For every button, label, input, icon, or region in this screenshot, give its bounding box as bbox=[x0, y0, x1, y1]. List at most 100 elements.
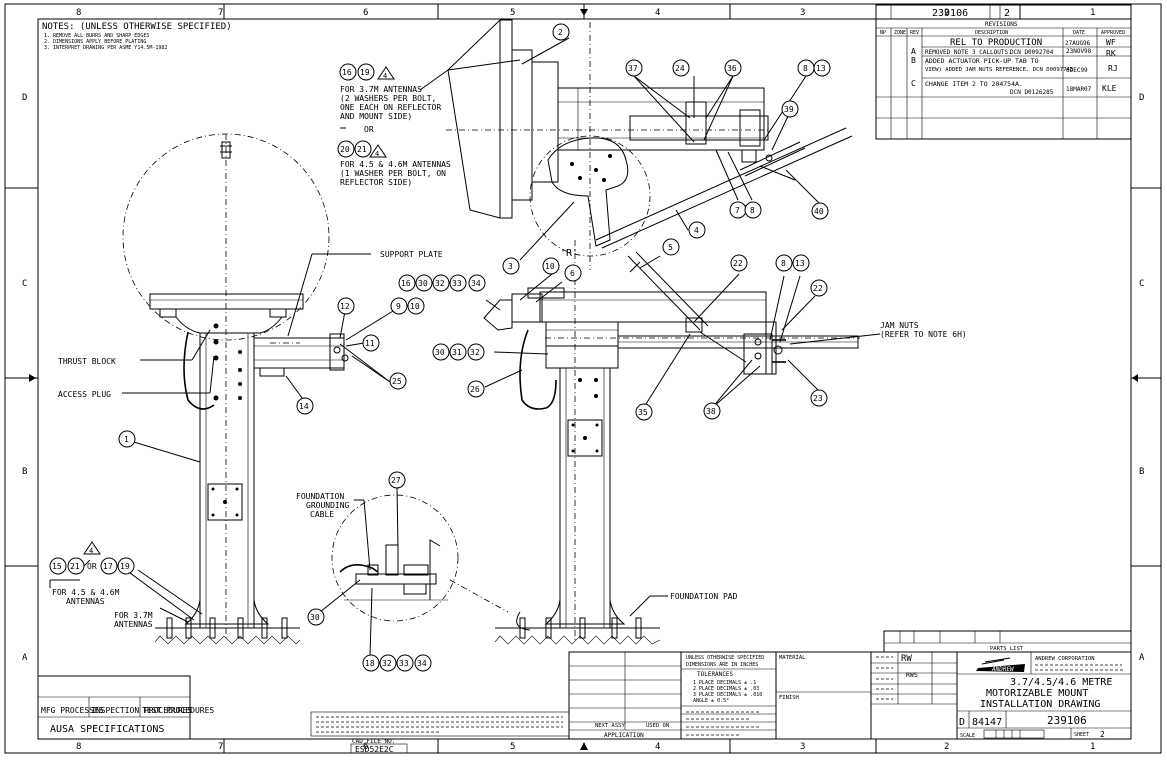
top-mount-view bbox=[446, 18, 853, 270]
svg-text:5: 5 bbox=[668, 243, 673, 252]
revision-description-cont: VIEW) ADDED JAM NUTS REFERENCE. DCN D009… bbox=[925, 67, 1073, 73]
svg-text:21: 21 bbox=[357, 145, 367, 154]
checked-by-initials: RWS bbox=[906, 671, 918, 679]
svg-text:32: 32 bbox=[470, 348, 480, 357]
balloon-40: 40 bbox=[811, 202, 829, 220]
revision-description: CHANGE ITEM 2 TO 204754A. bbox=[925, 80, 1023, 88]
balloon-35: 35 bbox=[635, 403, 653, 421]
revision-row: A REMOVED NOTE 3 CALLOUTS. DCN D0092704 … bbox=[911, 47, 1116, 58]
balloon-25: 25 bbox=[389, 372, 407, 390]
title-line-1: 3.7/4.5/4.6 METRE bbox=[1010, 677, 1112, 688]
svg-text:36: 36 bbox=[727, 64, 737, 73]
title-line-2: MOTORIZABLE MOUNT bbox=[986, 688, 1088, 699]
revision-row: REL TO PRODUCTION 27AUG96 WF bbox=[950, 38, 1116, 48]
zone-top-2: 2 bbox=[944, 8, 949, 18]
svg-text:30: 30 bbox=[435, 348, 445, 357]
svg-text:19: 19 bbox=[360, 68, 370, 77]
balloon-20: 20 bbox=[337, 140, 355, 158]
note-flag-text: 4 bbox=[383, 72, 387, 80]
mfg-processes-label: MFG PROCESSES bbox=[41, 706, 104, 715]
rev-header-approved: APPROVED bbox=[1101, 30, 1125, 36]
callout-support-plate: SUPPORT PLATE bbox=[380, 250, 443, 259]
feed-horn-icon bbox=[220, 141, 232, 159]
revisions-title: REVISIONS bbox=[985, 21, 1018, 28]
svg-text:6: 6 bbox=[570, 269, 575, 278]
revision-description: REMOVED NOTE 3 CALLOUTS. bbox=[925, 49, 1012, 56]
note-flag-text: 4 bbox=[89, 547, 93, 555]
right-side-view bbox=[483, 240, 860, 645]
rev-header-date: DATE bbox=[1073, 30, 1085, 36]
callout-or: OR bbox=[364, 125, 374, 134]
svg-text:22: 22 bbox=[733, 259, 743, 268]
zone-bottom-5: 5 bbox=[510, 742, 515, 752]
balloon-7: 7 bbox=[729, 201, 747, 219]
zone-top-1: 1 bbox=[1090, 8, 1095, 18]
callout-jam-nuts-note: (REFER TO NOTE 6H) bbox=[880, 330, 967, 339]
svg-text:10: 10 bbox=[545, 262, 555, 271]
view-r-label: 'R' bbox=[560, 248, 578, 259]
balloon-14: 14 bbox=[296, 397, 314, 415]
callout-foundation-grounding-3: CABLE bbox=[310, 510, 334, 519]
svg-text:34: 34 bbox=[417, 659, 427, 668]
ausa-specifications-label: AUSA SPECIFICATIONS bbox=[50, 724, 164, 735]
zone-top-6: 6 bbox=[363, 8, 368, 18]
svg-text:8: 8 bbox=[803, 64, 808, 73]
tolerance-1-place: 1 PLACE DECIMALS ± .1 bbox=[693, 680, 756, 686]
svg-text:4: 4 bbox=[694, 226, 699, 235]
approvals-block: RW RWS bbox=[870, 651, 958, 740]
application-block: NEXT ASSY USED ON APPLICATION bbox=[568, 651, 682, 740]
svg-text:24: 24 bbox=[675, 64, 685, 73]
note-flag-text: 4 bbox=[375, 150, 379, 158]
balloon-10: 10 bbox=[407, 297, 425, 315]
svg-text:12: 12 bbox=[340, 302, 350, 311]
zone-right-a: A bbox=[1139, 653, 1145, 663]
svg-text:30: 30 bbox=[418, 279, 428, 288]
svg-text:2: 2 bbox=[558, 28, 563, 37]
revision-approved: RK bbox=[1106, 49, 1116, 58]
svg-text:31: 31 bbox=[452, 348, 462, 357]
drawing-number-top: 239106 bbox=[932, 8, 968, 19]
sheet-number: 2 bbox=[1100, 730, 1105, 739]
svg-text:1: 1 bbox=[124, 435, 129, 444]
zone-left-b: B bbox=[22, 467, 27, 477]
svg-text:37: 37 bbox=[628, 64, 638, 73]
text-callouts: FOR 3.7M ANTENNAS (2 WASHERS PER BOLT, O… bbox=[52, 85, 967, 629]
svg-text:21: 21 bbox=[70, 562, 80, 571]
balloon-23: 23 bbox=[810, 389, 828, 407]
callout-foundation-grounding-1: FOUNDATION bbox=[296, 492, 344, 501]
callout-jam-nuts: JAM NUTS bbox=[880, 321, 919, 330]
balloon-5: 5 bbox=[662, 238, 680, 256]
balloon-33: 33 bbox=[449, 274, 467, 292]
proprietary-notice bbox=[310, 711, 570, 737]
leader-lines bbox=[49, 37, 881, 657]
svg-text:40: 40 bbox=[814, 207, 824, 216]
balloon-16: 16 bbox=[398, 274, 416, 292]
revision-letter: A bbox=[911, 47, 916, 56]
balloon-6: 6 bbox=[564, 264, 582, 282]
zone-left-a: A bbox=[22, 653, 28, 663]
svg-text:3: 3 bbox=[508, 262, 513, 271]
balloon-34: 34 bbox=[414, 654, 432, 672]
zone-left-c: C bbox=[22, 279, 27, 289]
note-3: 3. INTERPRET DRAWING PER ASME Y14.5M-198… bbox=[44, 45, 167, 51]
callout-access-plug: ACCESS PLUG bbox=[58, 390, 111, 399]
balloon-8: 8 bbox=[797, 59, 815, 77]
svg-text:25: 25 bbox=[392, 377, 402, 386]
zone-bottom-1: 1 bbox=[1090, 742, 1095, 752]
inspection-procedures-label: INSPECTION PROCEDURES bbox=[91, 706, 192, 715]
tolerance-angle: ANGLE ± 0.5° bbox=[693, 698, 729, 704]
svg-text:18: 18 bbox=[365, 659, 375, 668]
company-logo-text: ANDREW bbox=[991, 666, 1015, 673]
zone-left-d: D bbox=[22, 93, 27, 103]
tolerance-3-place: 3 PLACE DECIMALS ± .010 bbox=[693, 692, 762, 698]
balloon-16: 16 bbox=[339, 63, 357, 81]
balloon-4: 4 bbox=[688, 221, 706, 239]
balloon-21: 21 bbox=[354, 140, 372, 158]
svg-text:15: 15 bbox=[52, 562, 62, 571]
callout-3-7m-line-2: (2 WASHERS PER BOLT, bbox=[340, 94, 436, 103]
item-balloons: 2 37 24 36 8 13 39 7 8 40 4 3 5 10 6 22 … bbox=[49, 23, 831, 672]
revision-date: 27AUG96 bbox=[1065, 40, 1091, 47]
callout-4-5m-line-3: REFLECTOR SIDE) bbox=[340, 178, 412, 187]
balloon-19: 19 bbox=[357, 63, 375, 81]
